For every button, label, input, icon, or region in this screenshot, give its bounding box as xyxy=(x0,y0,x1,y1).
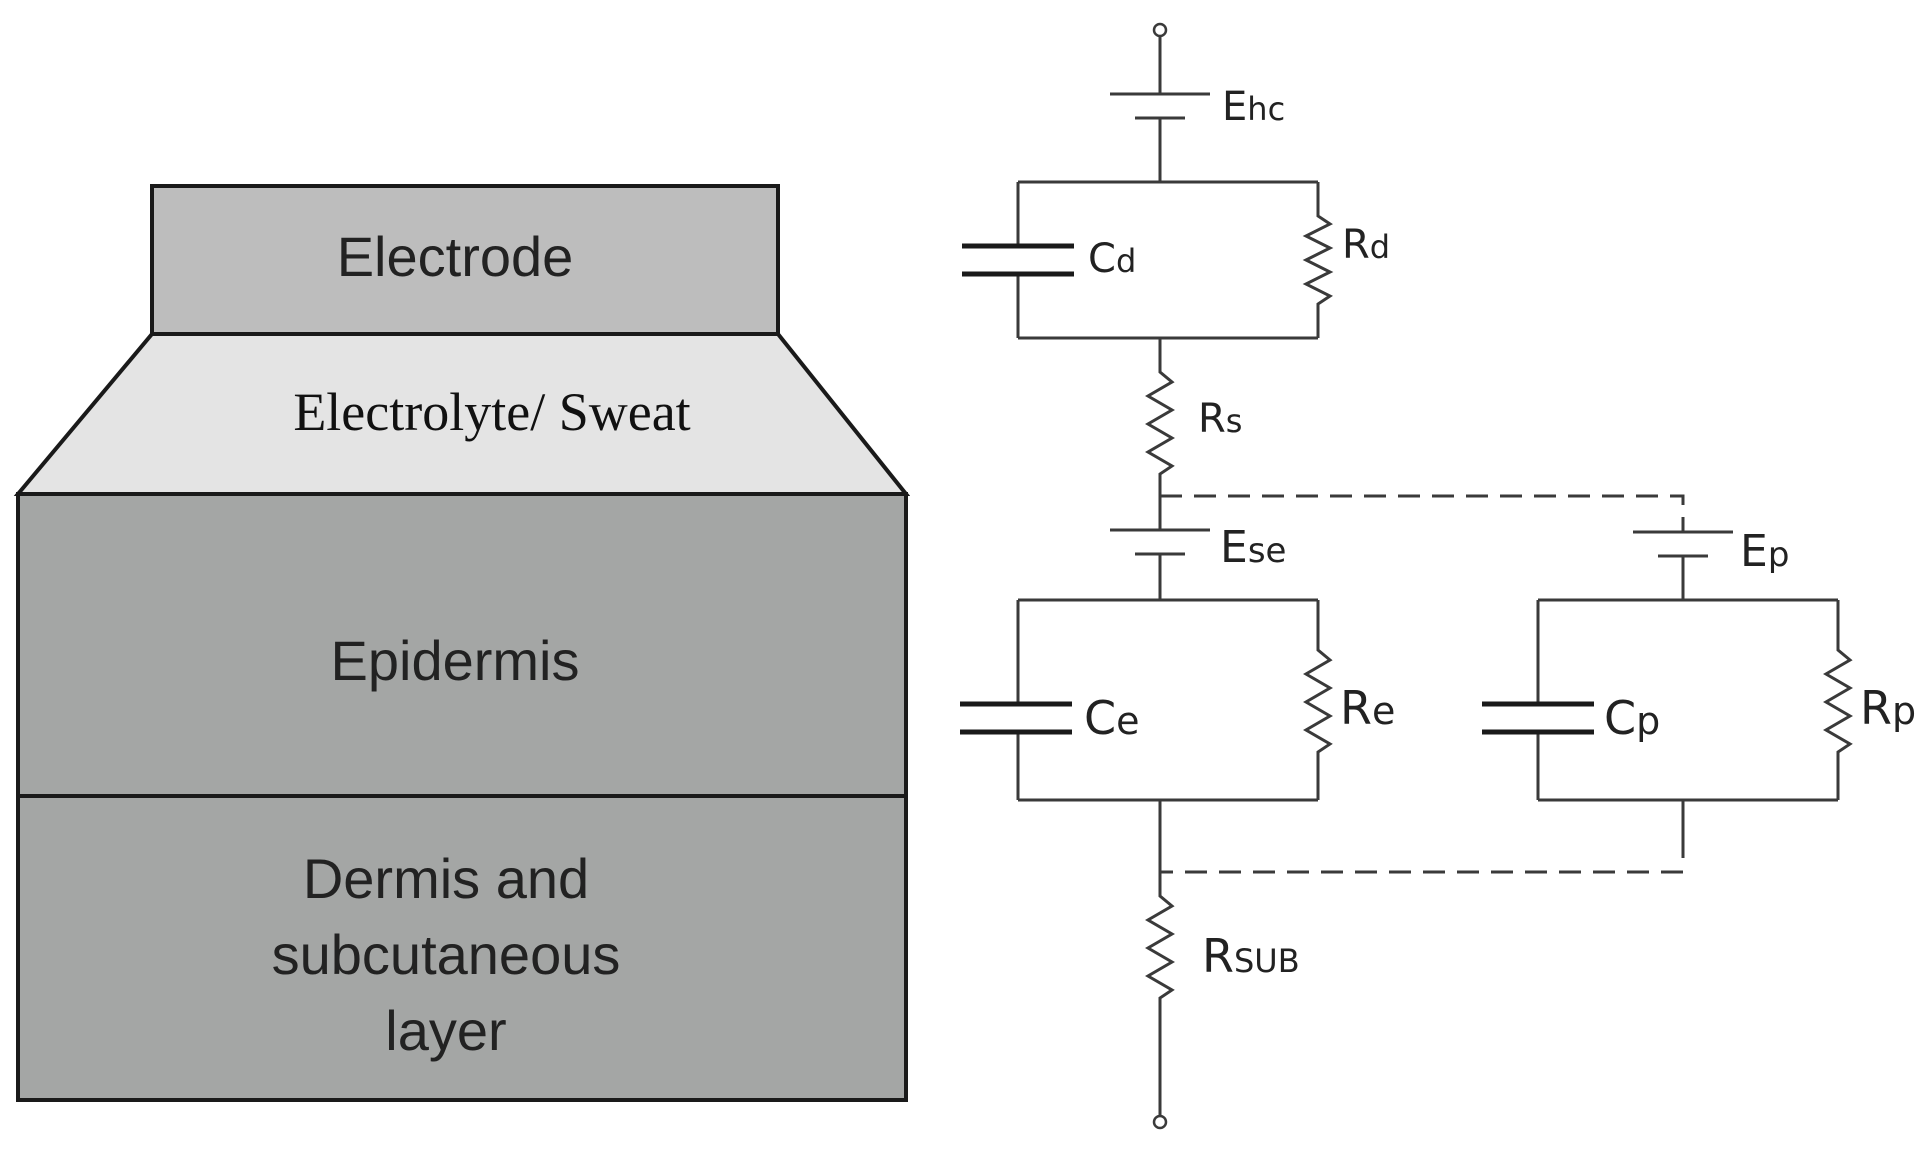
rsub-resistor xyxy=(1145,800,1175,1116)
top-terminal xyxy=(1152,22,1168,38)
rs-resistor xyxy=(1145,338,1175,530)
dermis-label-line-3: layer xyxy=(385,999,506,1062)
ce-label: Ce xyxy=(1084,691,1140,745)
skin-layer-diagram: Electrode Electrolyte/ Sweat Epidermis D… xyxy=(13,184,910,1102)
ese-label: Ese xyxy=(1220,522,1286,573)
epidermis-label: Epidermis xyxy=(331,629,580,692)
rd-resistor xyxy=(1302,182,1334,338)
re-resistor xyxy=(1303,600,1333,800)
ehc-label: Ehc xyxy=(1222,84,1285,130)
electrode-layer xyxy=(150,184,780,336)
bottom-terminal xyxy=(1152,1114,1168,1130)
electrode-label: Electrode xyxy=(337,225,574,288)
dermis-label-line-1: Dermis and xyxy=(303,847,589,910)
cd-label: Cd xyxy=(1088,236,1136,282)
rs-label: Rs xyxy=(1198,396,1242,442)
rd-label: Rd xyxy=(1342,222,1390,268)
rp-resistor xyxy=(1823,600,1853,800)
cp-label: Cp xyxy=(1604,691,1660,745)
rsub-label: RSUB xyxy=(1202,929,1300,983)
electrolyte-label: Electrolyte/ Sweat xyxy=(293,382,690,442)
dashed-branch-top xyxy=(1160,494,1685,532)
dermis-layer xyxy=(16,794,908,1102)
ep-label: Ep xyxy=(1740,526,1789,577)
dermis-label-line-2: subcutaneous xyxy=(272,923,621,986)
rp-label: Rp xyxy=(1860,681,1916,735)
re-label: Re xyxy=(1340,681,1395,735)
